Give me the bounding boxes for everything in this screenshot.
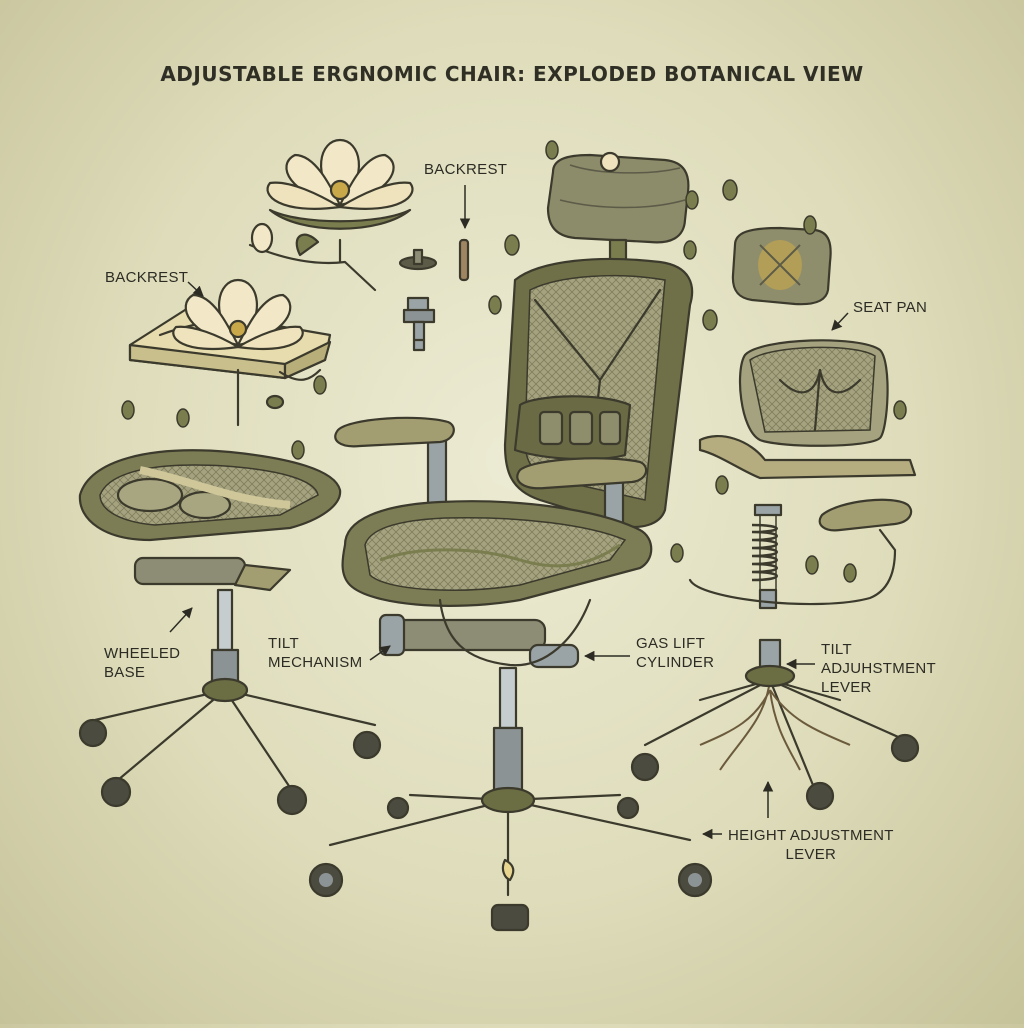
label-wheeled-base: WHEELED BASE (104, 645, 181, 681)
lotus-flower-top (248, 138, 414, 292)
leader-arrows (169, 185, 849, 840)
label-height-adjustment-lever: HEIGHT ADJUSTMENT LEVER (728, 827, 894, 863)
right-parts (630, 226, 920, 811)
left-seat-assembly (78, 449, 382, 816)
gas-spring-part (751, 503, 783, 610)
label-tilt-adjustment-lever: TILT ADJUHSTMENT LEVER (821, 641, 936, 696)
backrest-left-part (128, 278, 332, 427)
diagram-title: ADJUSTABLE ERGNOMIC CHAIR: EXPLODED BOTA… (160, 62, 864, 86)
label-gas-lift-cylinder: GAS LIFT CYLINDER (636, 635, 715, 671)
label-seat-pan: SEAT PAN (853, 299, 928, 316)
main-chair (308, 151, 713, 932)
label-backrest-top: BACKREST (424, 161, 508, 178)
caster-wheels-center (308, 796, 713, 932)
label-backrest-left: BACKREST (105, 269, 189, 286)
label-tilt-mechanism: TILT MECHANISM (268, 635, 363, 671)
hardware-parts (398, 238, 470, 352)
decorative-leaves (121, 140, 907, 583)
